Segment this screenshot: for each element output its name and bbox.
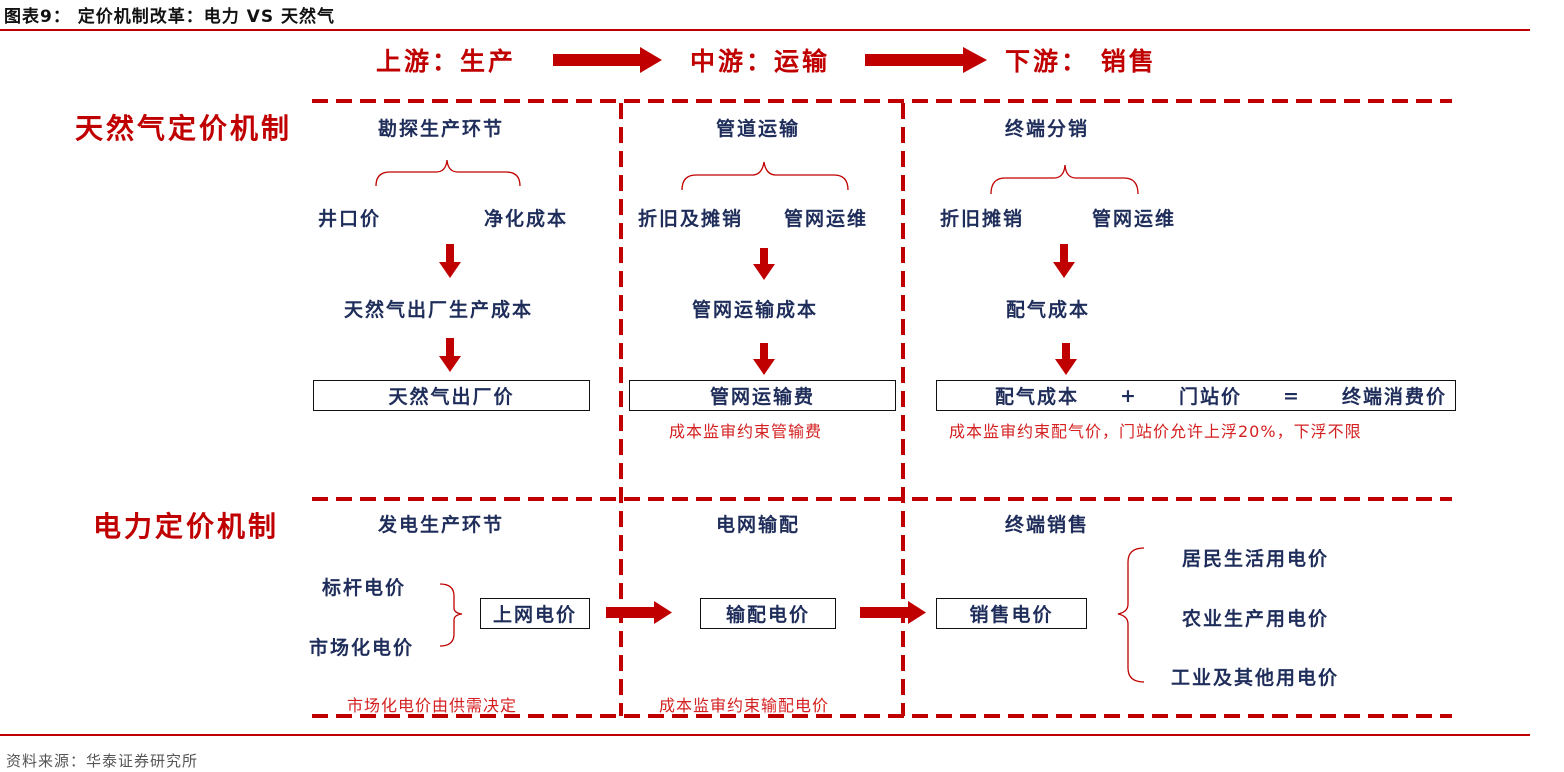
gas-col1-item-b: 净化成本 bbox=[484, 208, 569, 230]
power-col2-box: 输配电价 bbox=[700, 598, 836, 629]
gas-col1-step: 天然气出厂生产成本 bbox=[344, 299, 534, 321]
stage-midstream: 中游：运输 bbox=[690, 47, 831, 76]
gas-col2-item-a: 折旧及摊销 bbox=[638, 208, 744, 230]
power-use-industrial: 工业及其他用电价 bbox=[1171, 667, 1340, 689]
gas-col2-heading: 管道运输 bbox=[716, 118, 801, 140]
power-col3-box: 销售电价 bbox=[936, 598, 1087, 629]
stage-upstream: 上游：生产 bbox=[376, 47, 517, 76]
gas-col3-box: 配气成本 + 门站价 = 终端消费价 bbox=[936, 380, 1456, 411]
power-col1-heading: 发电生产环节 bbox=[378, 514, 505, 536]
gas-col1-heading: 勘探生产环节 bbox=[378, 118, 505, 140]
gas-col3-box-part1: 配气成本 bbox=[995, 386, 1080, 408]
brace-power-right bbox=[1117, 547, 1145, 683]
gas-col3-box-plus: + bbox=[1120, 384, 1138, 407]
power-col2-heading: 电网输配 bbox=[716, 514, 801, 536]
brace-gas-col1 bbox=[375, 159, 521, 187]
stage-arrow-2 bbox=[865, 47, 987, 73]
power-arrow-2 bbox=[860, 601, 926, 624]
bottom-rule bbox=[0, 734, 1530, 736]
power-col1-item-b: 市场化电价 bbox=[309, 637, 415, 659]
power-use-agricultural: 农业生产用电价 bbox=[1182, 608, 1330, 630]
source-note: 资料来源：华泰证券研究所 bbox=[6, 752, 199, 770]
power-use-residential: 居民生活用电价 bbox=[1182, 548, 1330, 570]
stage-arrow-1 bbox=[553, 47, 662, 73]
gas-col2-item-b: 管网运维 bbox=[784, 208, 869, 230]
gas-col1-item-a: 井口价 bbox=[318, 208, 382, 230]
gas-col2-box: 管网运输费 bbox=[629, 380, 896, 411]
stage-downstream: 下游： 销售 bbox=[1005, 47, 1157, 76]
down-arrows-gas bbox=[439, 244, 1077, 375]
gas-col3-heading: 终端分销 bbox=[1005, 118, 1090, 140]
gas-col3-box-eq: = bbox=[1283, 384, 1301, 407]
power-col1-item-a: 标杆电价 bbox=[322, 577, 407, 599]
brace-gas-col3 bbox=[990, 164, 1139, 195]
power-col1-box: 上网电价 bbox=[480, 598, 590, 629]
gas-section-title: 天然气定价机制 bbox=[75, 112, 293, 145]
top-rule bbox=[0, 29, 1530, 31]
power-arrow-1 bbox=[606, 601, 672, 624]
power-col2-note: 成本监审约束输配电价 bbox=[659, 696, 830, 715]
gas-col2-step: 管网运输成本 bbox=[692, 299, 819, 321]
gas-col3-item-b: 管网运维 bbox=[1092, 208, 1177, 230]
gas-col3-note: 成本监审约束配气价，门站价允许上浮20%，下浮不限 bbox=[949, 422, 1362, 441]
gas-col3-item-a: 折旧摊销 bbox=[940, 208, 1025, 230]
gas-col3-box-part3: 终端消费价 bbox=[1341, 386, 1447, 408]
gas-col3-step: 配气成本 bbox=[1006, 299, 1091, 321]
gas-col1-box: 天然气出厂价 bbox=[313, 380, 590, 411]
gas-col3-box-part2: 门站价 bbox=[1178, 386, 1242, 408]
brace-gas-col2 bbox=[681, 161, 849, 191]
gas-col2-note: 成本监审约束管输费 bbox=[669, 422, 823, 441]
power-col1-note: 市场化电价由供需决定 bbox=[347, 696, 518, 715]
brace-power-left bbox=[439, 583, 463, 647]
power-col3-heading: 终端销售 bbox=[1005, 514, 1090, 536]
power-section-title: 电力定价机制 bbox=[93, 510, 280, 543]
figure-title: 图表9： 定价机制改革：电力 VS 天然气 bbox=[4, 7, 335, 27]
